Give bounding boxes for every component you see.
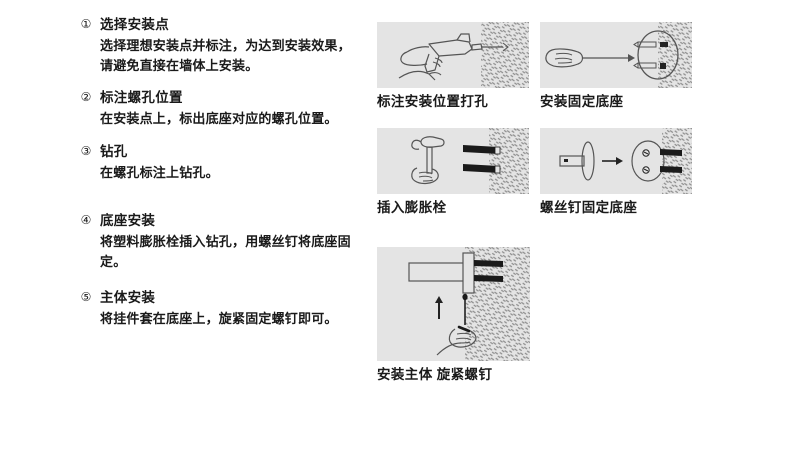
step-heading-4: 底座安装	[100, 213, 156, 228]
figure-panel-5	[377, 247, 530, 361]
step-number-4: ④	[80, 213, 92, 227]
step-number-2: ②	[80, 90, 92, 104]
step-number-5: ⑤	[80, 290, 92, 304]
figure-panel-3	[377, 128, 529, 194]
step-body-3: 在螺孔标注上钻孔。	[100, 164, 219, 180]
step-body-4: 将塑料膨胀栓插入钻孔，用螺丝钉将底座固定。	[100, 234, 351, 269]
hammer-anchor-illustration-icon	[377, 128, 529, 194]
figure-install-base: 安装固定底座	[540, 22, 692, 110]
list-item: ① 选择安装点 选择理想安装点并标注，为达到安装效果，请避免直接在墙体上安装。	[78, 16, 358, 75]
figure-screw-fix-base: 螺丝钉固定底座	[540, 128, 692, 216]
figure-caption-4: 螺丝钉固定底座	[540, 200, 638, 215]
list-item: ② 标注螺孔位置 在安装点上，标出底座对应的螺孔位置。	[78, 89, 358, 129]
mount-body-illustration-icon	[377, 247, 530, 361]
figure-caption-1: 标注安装位置打孔	[377, 94, 489, 109]
figure-caption-3: 插入膨胀栓	[377, 200, 447, 215]
list-item: ④ 底座安装 将塑料膨胀栓插入钻孔，用螺丝钉将底座固定。	[78, 212, 358, 271]
step-body-5: 将挂件套在底座上，旋紧固定螺钉即可。	[100, 311, 338, 326]
figure-insert-anchor: 插入膨胀栓	[377, 128, 529, 216]
figure-drill-hole: 标注安装位置打孔	[377, 22, 529, 110]
base-plate-illustration-icon	[540, 22, 692, 88]
step-body-2: 在安装点上，标出底座对应的螺孔位置。	[100, 111, 338, 126]
step-heading-3: 钻孔	[100, 143, 128, 159]
figure-caption-5: 安装主体 旋紧螺钉	[377, 367, 493, 382]
figure-panel-4	[540, 128, 692, 194]
step-body-1: 选择理想安装点并标注，为达到安装效果，请避免直接在墙体上安装。	[100, 38, 351, 73]
step-number-3: ③	[80, 143, 92, 158]
figure-panel-2	[540, 22, 692, 88]
drill-illustration-icon	[377, 22, 529, 88]
figure-panel-1	[377, 22, 529, 88]
figure-mount-body: 安装主体 旋紧螺钉	[377, 247, 530, 383]
figure-caption-2: 安装固定底座	[540, 94, 624, 109]
list-item: ⑤ 主体安装 将挂件套在底座上，旋紧固定螺钉即可。	[78, 289, 358, 329]
step-heading-1: 选择安装点	[100, 17, 169, 32]
step-number-1: ①	[80, 17, 92, 31]
list-item: ③ 钻孔 在螺孔标注上钻孔。	[78, 143, 358, 183]
step-heading-5: 主体安装	[100, 290, 156, 305]
step-heading-2: 标注螺孔位置	[100, 90, 183, 105]
instruction-steps-list: ① 选择安装点 选择理想安装点并标注，为达到安装效果，请避免直接在墙体上安装。 …	[78, 16, 358, 343]
screw-base-illustration-icon	[540, 128, 692, 194]
